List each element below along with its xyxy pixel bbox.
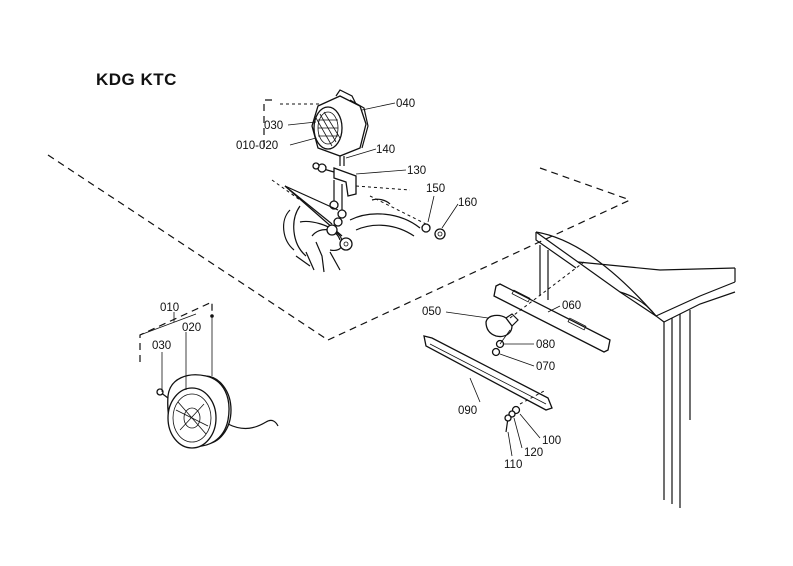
- fender-outline: [535, 231, 736, 508]
- diagram-title: KDG KTC: [96, 70, 177, 89]
- label-150: 150: [426, 183, 445, 195]
- part-labels: 040 030 010-020 140 130 150 160 010 020 …: [152, 98, 581, 471]
- label-090: 090: [458, 405, 477, 417]
- label-050: 050: [422, 306, 441, 318]
- upper-work-lamp: [263, 89, 446, 273]
- label-080: 080: [536, 339, 555, 351]
- label-030-lower: 030: [152, 340, 171, 352]
- label-040: 040: [396, 98, 415, 110]
- label-110: 110: [504, 459, 522, 471]
- label-130: 130: [407, 165, 426, 177]
- label-010-lower: 010: [160, 302, 179, 314]
- license-lamp-assembly: [423, 261, 611, 433]
- lower-left-headlight: [139, 301, 279, 449]
- label-010-020-upper: 010-020: [236, 140, 278, 152]
- leader-lines-upper: [287, 102, 459, 229]
- body-outline-dashed: [47, 154, 631, 341]
- label-140: 140: [376, 144, 395, 156]
- label-060: 060: [562, 300, 581, 312]
- leader-lines-right: [445, 305, 561, 457]
- label-070: 070: [536, 361, 555, 373]
- label-100: 100: [542, 435, 561, 447]
- label-030-upper: 030: [264, 120, 283, 132]
- label-160: 160: [458, 197, 477, 209]
- label-120: 120: [524, 447, 543, 459]
- label-020-lower: 020: [182, 322, 201, 334]
